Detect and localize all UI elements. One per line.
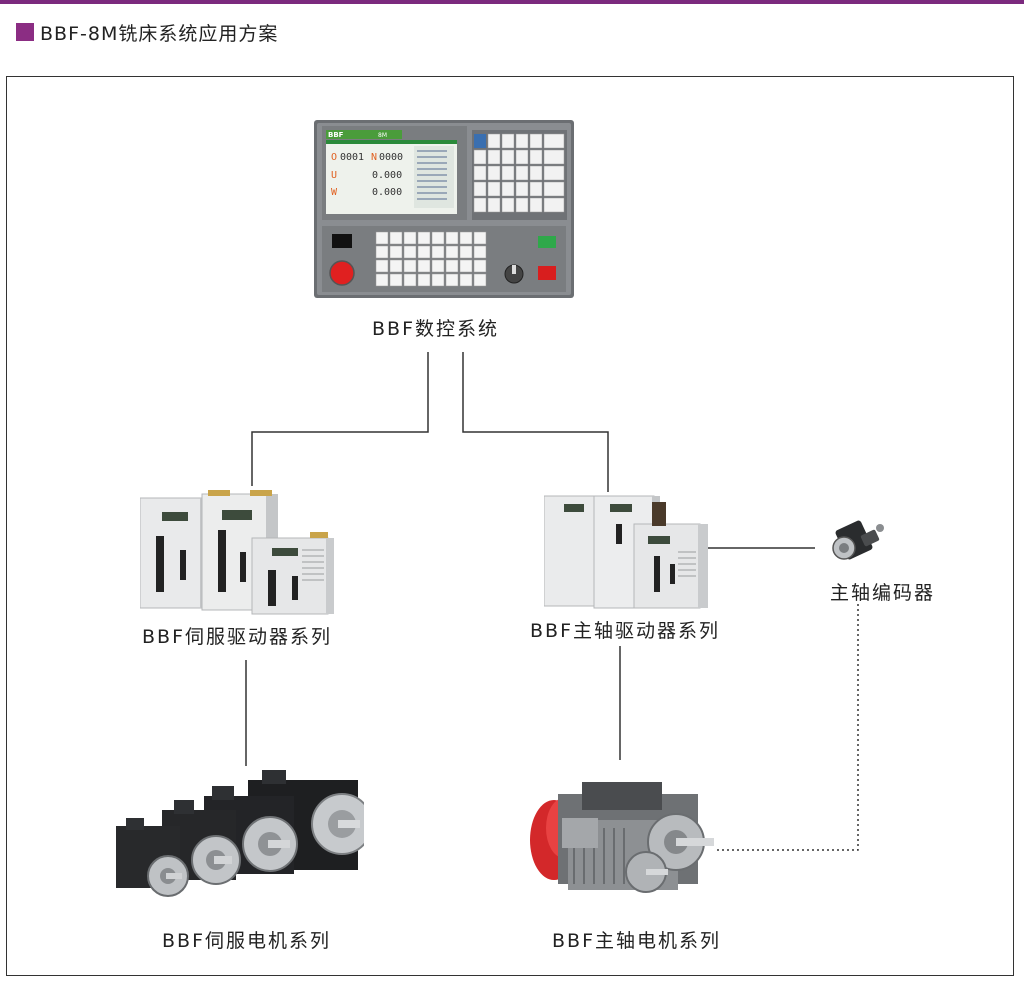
spindle-motor-label: BBF主轴电机系列: [552, 930, 721, 952]
svg-text:BBF: BBF: [328, 131, 344, 139]
svg-text:8M: 8M: [378, 132, 387, 139]
cnc-to-servo-driver-line: [251, 352, 429, 486]
spindle-motor-icon: [530, 782, 714, 893]
header-square-icon: [16, 23, 34, 41]
cnc-label: BBF数控系统: [372, 318, 499, 340]
svg-text:0.000: 0.000: [372, 187, 402, 198]
diagram-frame: [6, 76, 1014, 976]
encoder-icon: [832, 520, 884, 560]
servo-motor-icon: [116, 770, 364, 897]
svg-text:N: N: [371, 152, 377, 163]
svg-text:O: O: [331, 152, 337, 163]
svg-text:0000: 0000: [379, 152, 403, 163]
cnc-to-spindle-driver-line: [462, 352, 609, 492]
encoder-label: 主轴编码器: [830, 582, 936, 604]
top-accent-bar: [0, 0, 1024, 4]
servo-driver-label: BBF伺服驱动器系列: [142, 626, 332, 648]
svg-text:0001: 0001: [340, 152, 364, 163]
spindle-driver-icon: [544, 495, 708, 609]
svg-text:W: W: [331, 187, 338, 198]
servo-driver-icon: [140, 490, 334, 615]
servo-motor-label: BBF伺服电机系列: [162, 930, 331, 952]
svg-text:U: U: [331, 170, 337, 181]
encoder-feedback-dotted-line: [716, 604, 859, 851]
cnc-panel-icon: BBF 8M O 0001 N 0000 U 0.000 W 0.000: [314, 120, 574, 298]
spindle-driver-label: BBF主轴驱动器系列: [530, 620, 720, 642]
page-header: BBF-8M铣床系统应用方案: [16, 20, 279, 45]
page-title: BBF-8M铣床系统应用方案: [40, 22, 279, 45]
svg-text:0.000: 0.000: [372, 170, 402, 181]
